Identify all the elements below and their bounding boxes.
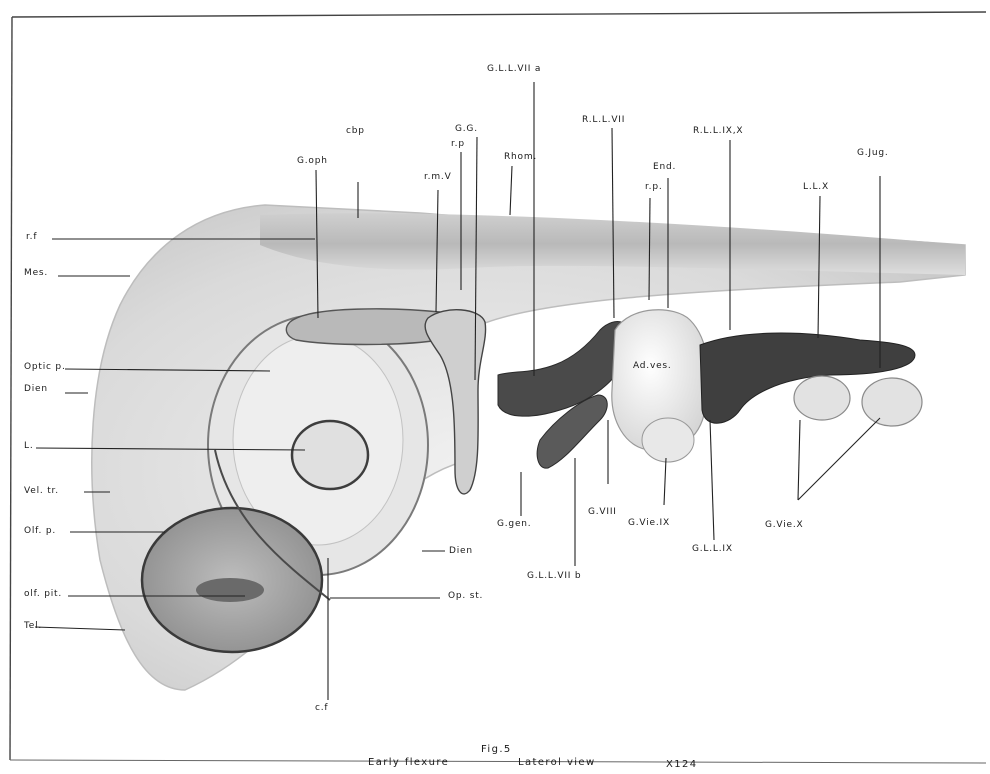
caption-view: Laterol view bbox=[518, 757, 596, 768]
label-g-jug: G.Jug. bbox=[857, 148, 889, 158]
label-g-oph: G.oph bbox=[297, 156, 328, 166]
ganglion-vie-X-2 bbox=[862, 378, 922, 426]
label-r-ll-ix-x: R.L.L.IX,X bbox=[693, 126, 743, 136]
label-g-vie-ix: G.Vie.IX bbox=[628, 518, 670, 528]
label-l: L. bbox=[24, 441, 33, 451]
lens bbox=[292, 421, 368, 489]
ganglion-vie-IX bbox=[642, 418, 694, 462]
label-rm-v: r.m.V bbox=[424, 172, 452, 182]
label-end: End. bbox=[653, 162, 676, 172]
label-ad-ves: Ad.ves. bbox=[633, 361, 672, 371]
label-ll-x: L.L.X bbox=[803, 182, 829, 192]
label-g-ll-vii-b: G.L.L.VII b bbox=[527, 571, 581, 581]
label-g-ll-vii-a: G.L.L.VII a bbox=[487, 64, 541, 74]
plate-border-top bbox=[12, 12, 986, 17]
label-g-ll-ix: G.L.L.IX bbox=[692, 544, 733, 554]
label-vel-tr: Vel. tr. bbox=[24, 486, 59, 496]
caption-figure-number: Fig.5 bbox=[481, 744, 512, 755]
label-g-g: G.G. bbox=[455, 124, 478, 134]
ganglion-vie-X-1 bbox=[794, 376, 850, 420]
label-cbp: cbp bbox=[346, 126, 365, 136]
label-mes: Mes. bbox=[24, 268, 48, 278]
label-r-ll-vii: R.L.L.VII bbox=[582, 115, 625, 125]
label-g-gen: G.gen. bbox=[497, 519, 531, 529]
label-c-f: c.f bbox=[315, 703, 328, 713]
label-g-vie-x: G.Vie.X bbox=[765, 520, 803, 530]
label-r-p-2: r.p. bbox=[645, 182, 663, 192]
label-tel: Tel. bbox=[24, 621, 42, 631]
label-rf: r.f bbox=[26, 232, 37, 242]
label-g-viii: G.VIII bbox=[588, 507, 617, 517]
caption-magnification: X124 bbox=[666, 759, 698, 770]
label-dien-left: Dien bbox=[24, 384, 48, 394]
label-op-st: Op. st. bbox=[448, 591, 483, 601]
ganglion-VII-a bbox=[498, 322, 631, 417]
plate-border-left bbox=[10, 17, 12, 760]
olfactory-pit bbox=[196, 578, 264, 602]
label-rhom: Rhom. bbox=[504, 152, 537, 162]
label-olf-p: Olf. p. bbox=[24, 526, 56, 536]
label-optic-p: Optic p. bbox=[24, 362, 66, 372]
label-r-p-1: r.p bbox=[451, 139, 465, 149]
caption-title: Early flexure bbox=[368, 757, 449, 768]
label-dien-right: Dien bbox=[449, 546, 473, 556]
label-olf-pit: olf. pit. bbox=[24, 589, 62, 599]
plate-border-bottom bbox=[10, 760, 986, 763]
